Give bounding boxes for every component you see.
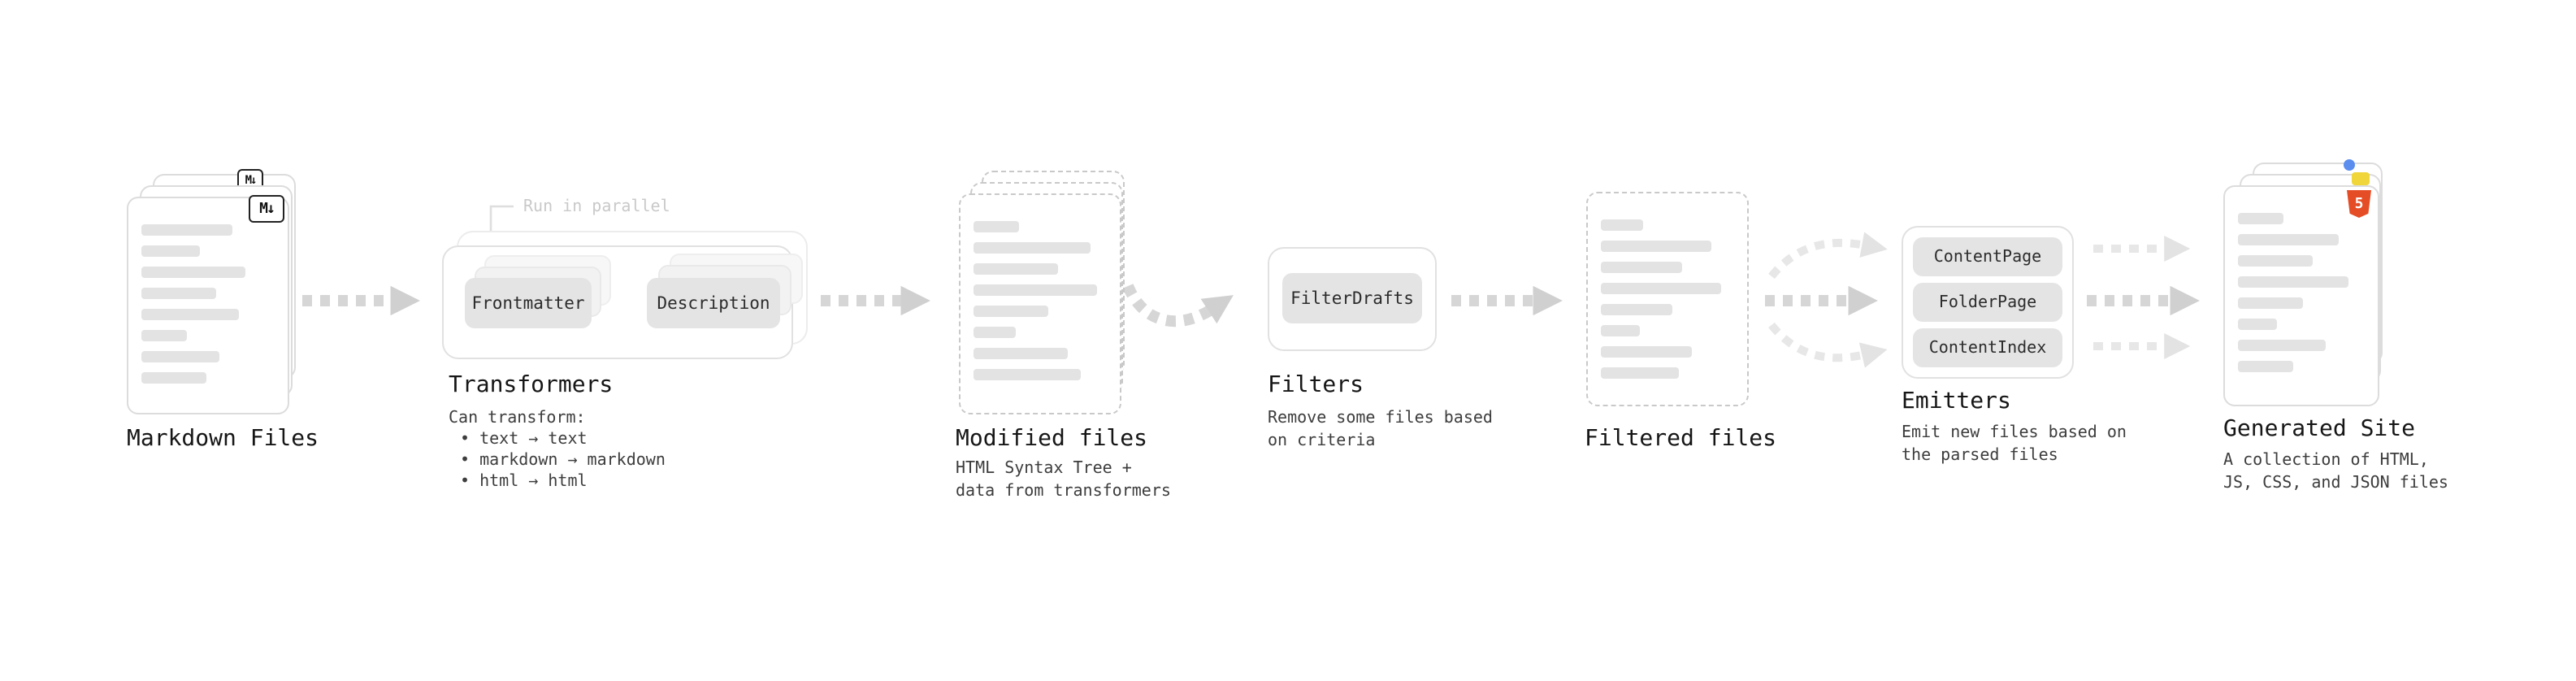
folderpage-emitter-box: FolderPage bbox=[1913, 283, 2062, 322]
text-line-placeholder bbox=[1601, 283, 1721, 294]
contentpage-emitter-box: ContentPage bbox=[1913, 237, 2062, 276]
text-line-placeholder bbox=[2238, 319, 2277, 330]
text-line-placeholder bbox=[2238, 255, 2313, 267]
text-line-placeholder bbox=[2238, 340, 2326, 351]
generated-site-description: A collection of HTML, JS, CSS, and JSON … bbox=[2223, 452, 2448, 492]
filters-description: Remove some files based on criteria bbox=[1268, 410, 1493, 449]
text-line-placeholder bbox=[2238, 297, 2303, 309]
html5-icon: 5 bbox=[2347, 190, 2371, 218]
modified-files-label: Modified files bbox=[956, 426, 1148, 452]
filterdrafts-filter-box: FilterDrafts bbox=[1282, 273, 1422, 323]
text-line-placeholder bbox=[141, 224, 232, 236]
document-card-front bbox=[127, 197, 289, 414]
text-line-placeholder bbox=[974, 284, 1097, 296]
text-line-placeholder bbox=[974, 369, 1081, 380]
transformers-bullet-list: • text → text • markdown → markdown • ht… bbox=[460, 429, 666, 492]
bullet-item: • html → html bbox=[460, 473, 588, 491]
text-line-placeholder bbox=[974, 242, 1091, 254]
text-line-placeholder bbox=[2238, 213, 2283, 224]
text-line-placeholder bbox=[141, 245, 200, 257]
text-line-placeholder bbox=[141, 372, 206, 384]
arrow-filtered-to-emitters-top bbox=[1768, 232, 1888, 280]
text-line-placeholder bbox=[141, 288, 216, 299]
document-card-front bbox=[2223, 185, 2379, 406]
text-line-placeholder bbox=[1601, 304, 1672, 315]
css-badge-icon bbox=[2344, 159, 2355, 171]
text-line-placeholder bbox=[1601, 346, 1692, 358]
description-transformer-box: Description bbox=[647, 278, 780, 328]
document-card-front bbox=[1586, 192, 1749, 406]
filtered-files-label: Filtered files bbox=[1585, 426, 1777, 452]
contentindex-emitter-box: ContentIndex bbox=[1913, 328, 2062, 367]
modified-files-description: HTML Syntax Tree + data from transformer… bbox=[956, 460, 1171, 500]
emitters-label: Emitters bbox=[1902, 388, 2011, 414]
transformers-subtitle: Can transform: bbox=[449, 410, 586, 427]
text-line-placeholder bbox=[141, 351, 219, 362]
text-line-placeholder bbox=[141, 309, 239, 320]
text-line-placeholder bbox=[141, 267, 245, 278]
markdown-files-label: Markdown Files bbox=[127, 426, 319, 452]
text-line-placeholder bbox=[974, 348, 1068, 359]
text-line-placeholder bbox=[1601, 262, 1682, 273]
js-badge-icon bbox=[2352, 172, 2370, 185]
filters-label: Filters bbox=[1268, 372, 1364, 398]
transformers-label: Transformers bbox=[449, 372, 614, 398]
run-in-parallel-annotation: Run in parallel bbox=[523, 198, 670, 216]
frontmatter-transformer-box: Frontmatter bbox=[465, 278, 592, 328]
text-line-placeholder bbox=[2238, 361, 2293, 372]
arrow-modified-to-filters bbox=[1122, 284, 1234, 327]
text-line-placeholder bbox=[1601, 219, 1643, 231]
text-line-placeholder bbox=[974, 221, 1019, 232]
bullet-item: • text → text bbox=[460, 431, 588, 449]
document-card-front bbox=[959, 193, 1121, 414]
arrow-filtered-to-emitters-bottom bbox=[1768, 322, 1888, 368]
text-line-placeholder bbox=[2238, 276, 2348, 288]
text-line-placeholder bbox=[974, 306, 1048, 317]
annotation-connector-line bbox=[489, 205, 514, 231]
text-line-placeholder bbox=[1601, 367, 1679, 379]
text-line-placeholder bbox=[141, 330, 187, 341]
generated-site-label: Generated Site bbox=[2223, 416, 2416, 442]
emitters-description: Emit new files based on the parsed files bbox=[1902, 424, 2127, 464]
markdown-icon: M↓ bbox=[249, 195, 284, 223]
text-line-placeholder bbox=[974, 327, 1016, 338]
text-line-placeholder bbox=[1601, 325, 1640, 336]
text-line-placeholder bbox=[974, 263, 1058, 275]
text-line-placeholder bbox=[2238, 234, 2339, 245]
bullet-item: • markdown → markdown bbox=[460, 452, 666, 470]
text-line-placeholder bbox=[1601, 241, 1711, 252]
